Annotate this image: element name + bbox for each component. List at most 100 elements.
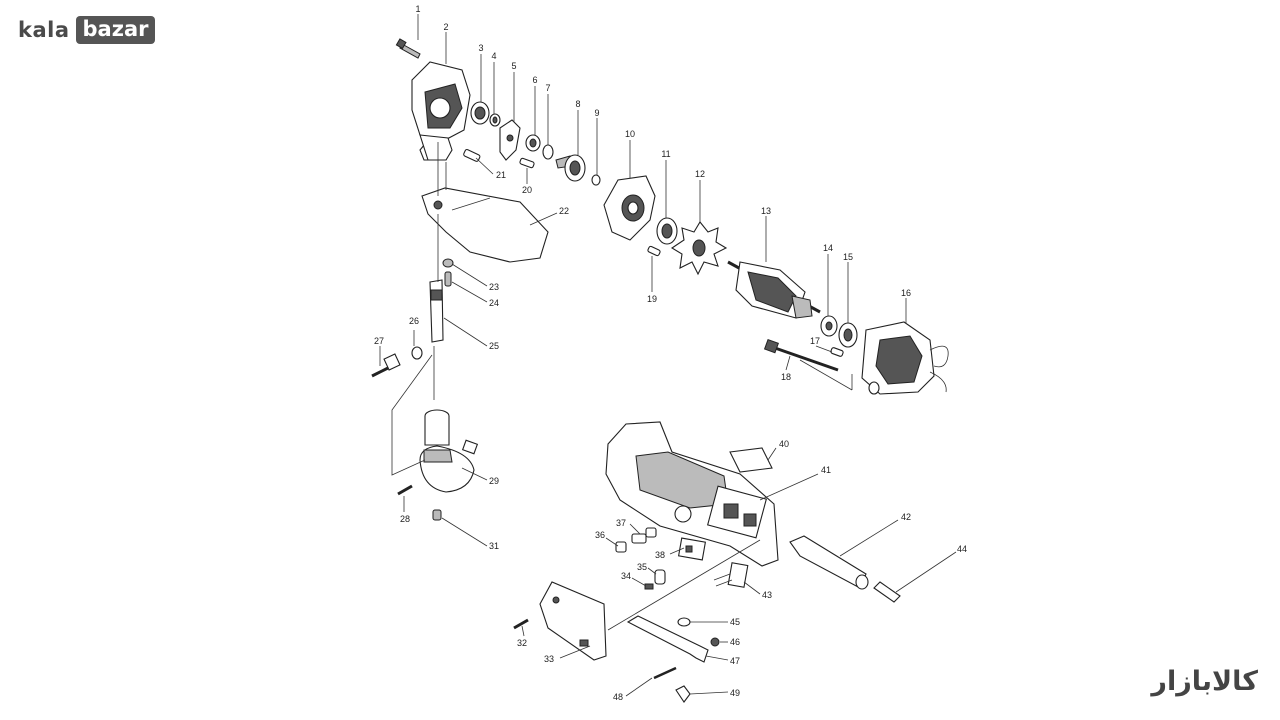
- key-19: [647, 245, 661, 257]
- label-part-4: 4: [491, 51, 496, 61]
- spring-46: [710, 637, 720, 647]
- label-part-7: 7: [545, 83, 550, 93]
- label-part-48: 48: [613, 692, 623, 702]
- label-part-8: 8: [575, 99, 580, 109]
- label-part-2: 2: [443, 22, 448, 32]
- label-part-23: 23: [489, 282, 499, 292]
- pin-21: [463, 149, 481, 162]
- label-part-37: 37: [616, 518, 626, 528]
- cord-guard-42: [789, 535, 869, 590]
- label-part-12: 12: [695, 169, 705, 179]
- label-part-9: 9: [594, 108, 599, 118]
- spiral-bevel-gear-8: [555, 154, 586, 182]
- kalabazar-logo: kala bazar: [18, 16, 156, 44]
- label-part-13: 13: [761, 206, 771, 216]
- shaft-25: [429, 279, 444, 343]
- label-part-21: 21: [496, 170, 506, 180]
- fan-12: [670, 221, 728, 276]
- motor-housing-41: [605, 421, 779, 567]
- logo-text-bazar: bazar: [75, 16, 156, 44]
- bearing-box-10: [603, 175, 656, 241]
- label-part-41: 41: [821, 465, 831, 475]
- nut-23: [442, 258, 454, 268]
- pin-17: [830, 347, 844, 357]
- logo-text-kala: kala: [18, 18, 70, 42]
- screw-24: [444, 271, 452, 287]
- screw-32: [513, 618, 529, 630]
- bearing-retainer-5: [499, 119, 521, 161]
- label-part-35: 35: [637, 562, 647, 572]
- ring-9: [591, 174, 601, 186]
- label-part-20: 20: [522, 185, 532, 195]
- label-part-42: 42: [901, 512, 911, 522]
- washer-45: [677, 617, 691, 627]
- label-part-5: 5: [511, 61, 516, 71]
- rear-cover-33: [539, 581, 607, 661]
- screw-48: [653, 666, 677, 680]
- screw-28: [397, 484, 413, 496]
- label-part-38: 38: [655, 550, 665, 560]
- label-part-11: 11: [661, 149, 670, 159]
- insulation-washer-14: [820, 315, 838, 337]
- washer-26: [411, 346, 423, 360]
- bearing-11: [656, 217, 678, 245]
- ring-7: [542, 144, 554, 160]
- shoe-22: [421, 187, 549, 263]
- label-part-27: 27: [374, 336, 384, 346]
- bearing-3: [470, 101, 490, 125]
- washer-4: [489, 113, 501, 127]
- label-part-14: 14: [823, 243, 833, 253]
- spring-35: [654, 569, 666, 585]
- label-part-36: 36: [595, 530, 605, 540]
- carbon-brush-37: [631, 527, 657, 544]
- cord-44: [873, 581, 901, 603]
- label-part-17: 17: [810, 336, 820, 346]
- label-part-49: 49: [730, 688, 740, 698]
- label-part-47: 47: [730, 656, 740, 666]
- pin-20: [519, 157, 535, 169]
- bearing-6: [525, 134, 541, 152]
- switch-lever-47: [626, 615, 709, 663]
- gear-housing: [411, 61, 471, 161]
- brush-holder-38: [677, 537, 707, 561]
- part-labels: 1 2 3 4 5 6 7 8 9 10 11 12 13 14 15 16 1…: [374, 4, 967, 702]
- label-part-15: 15: [843, 252, 853, 262]
- label-part-16: 16: [901, 288, 911, 298]
- label-part-26: 26: [409, 316, 419, 326]
- label-part-3: 3: [478, 43, 483, 53]
- label-part-10: 10: [625, 129, 635, 139]
- leader-lines: [379, 14, 957, 697]
- screw-1: [395, 38, 421, 59]
- label-part-31: 31: [489, 541, 499, 551]
- blade-holder-29: [419, 409, 479, 493]
- label-part-18: 18: [781, 372, 791, 382]
- label-part-25: 25: [489, 341, 499, 351]
- label-part-29: 29: [489, 476, 499, 486]
- label-part-40: 40: [779, 439, 789, 449]
- label-part-45: 45: [730, 617, 740, 627]
- lock-button-49: [675, 685, 691, 703]
- label-part-24: 24: [489, 298, 499, 308]
- label-part-6: 6: [532, 75, 537, 85]
- label-part-32: 32: [517, 638, 527, 648]
- kalabazar-persian-logo: کالابازار: [1151, 666, 1258, 697]
- nameplate-40: [729, 447, 773, 473]
- label-part-19: 19: [647, 294, 657, 304]
- label-part-46: 46: [730, 637, 740, 647]
- label-part-28: 28: [400, 514, 410, 524]
- label-part-22: 22: [559, 206, 569, 216]
- label-part-43: 43: [762, 590, 772, 600]
- screw-18: [763, 338, 839, 372]
- field-16: [861, 321, 949, 395]
- cap-31: [432, 509, 442, 521]
- screw-34: [644, 583, 654, 590]
- armature-13: [727, 260, 821, 319]
- label-part-34: 34: [621, 571, 631, 581]
- brush-cap-36: [615, 541, 627, 553]
- label-part-1: 1: [415, 4, 420, 14]
- label-part-44: 44: [957, 544, 967, 554]
- switch-43: [713, 562, 749, 588]
- bearing-15: [838, 322, 858, 348]
- label-part-33: 33: [544, 654, 554, 664]
